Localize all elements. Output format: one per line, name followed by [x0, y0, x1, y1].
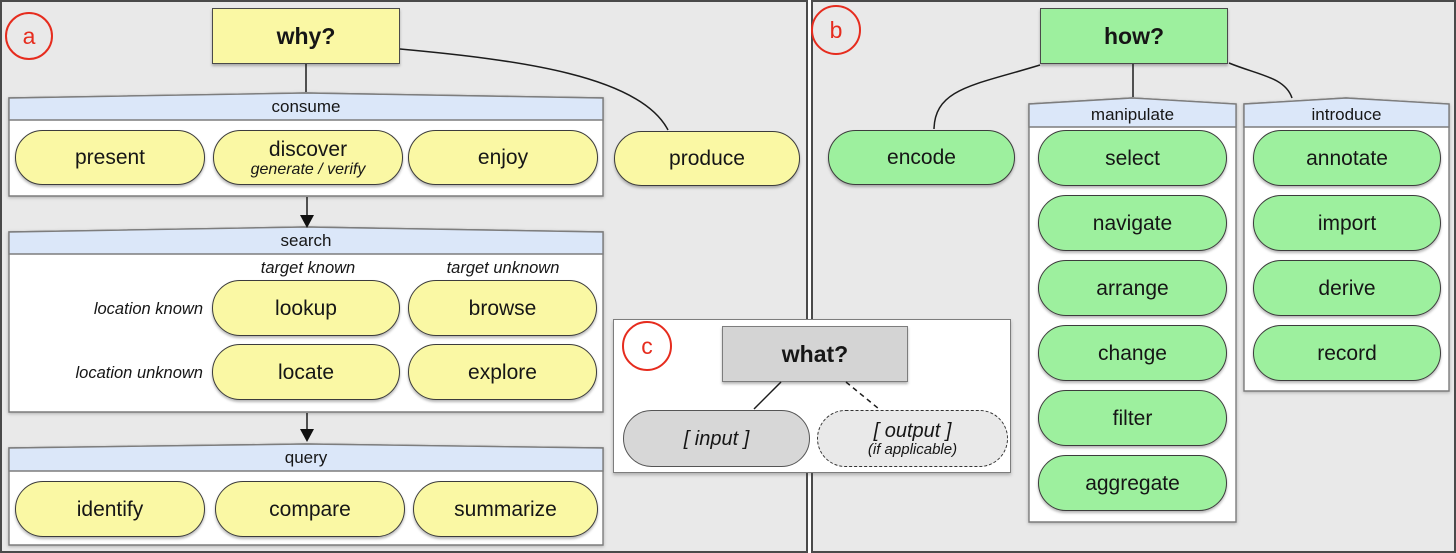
- search-col-header-target-unknown: target unknown: [446, 259, 560, 277]
- query-header: query: [284, 448, 328, 467]
- pill-filter: filter: [1038, 390, 1227, 446]
- why-title-box: why?: [212, 8, 400, 64]
- badge-a: a: [5, 12, 53, 60]
- pill-discover-label: discover: [268, 137, 348, 161]
- pill-change: change: [1038, 325, 1227, 381]
- pill-browse: browse: [408, 280, 597, 336]
- pill-record: record: [1253, 325, 1441, 381]
- pill-output-note: (if applicable): [867, 440, 958, 458]
- pill-import: import: [1253, 195, 1441, 251]
- pill-locate: locate: [212, 344, 400, 400]
- pill-discover-sublabel: generate / verify: [250, 160, 366, 178]
- pill-arrange: arrange: [1038, 260, 1227, 316]
- pill-aggregate: aggregate: [1038, 455, 1227, 511]
- pill-annotate: annotate: [1253, 130, 1441, 186]
- search-header: search: [280, 231, 332, 250]
- pill-discover: discover generate / verify: [213, 130, 403, 185]
- what-title-box: what?: [722, 326, 908, 382]
- pill-identify: identify: [15, 481, 205, 537]
- pill-present: present: [15, 130, 205, 185]
- badge-b: b: [811, 5, 861, 55]
- pill-output: [ output ] (if applicable): [817, 410, 1008, 467]
- introduce-header: introduce: [1311, 105, 1382, 124]
- pill-compare: compare: [215, 481, 405, 537]
- pill-encode: encode: [828, 130, 1015, 185]
- badge-c: c: [622, 321, 672, 371]
- search-row-header-location-known: location known: [93, 300, 203, 318]
- pill-explore: explore: [408, 344, 597, 400]
- pill-lookup: lookup: [212, 280, 400, 336]
- pill-summarize: summarize: [413, 481, 598, 537]
- pill-derive: derive: [1253, 260, 1441, 316]
- consume-header: consume: [271, 97, 341, 116]
- pill-produce: produce: [614, 131, 800, 186]
- pill-select: select: [1038, 130, 1227, 186]
- search-row-header-location-unknown: location unknown: [75, 364, 203, 382]
- manipulate-header: manipulate: [1090, 105, 1175, 124]
- pill-navigate: navigate: [1038, 195, 1227, 251]
- pill-output-label: [ output ]: [873, 419, 952, 442]
- search-col-header-target-known: target known: [260, 259, 356, 277]
- how-title-box: how?: [1040, 8, 1228, 64]
- pill-input: [ input ]: [623, 410, 810, 467]
- pill-enjoy: enjoy: [408, 130, 598, 185]
